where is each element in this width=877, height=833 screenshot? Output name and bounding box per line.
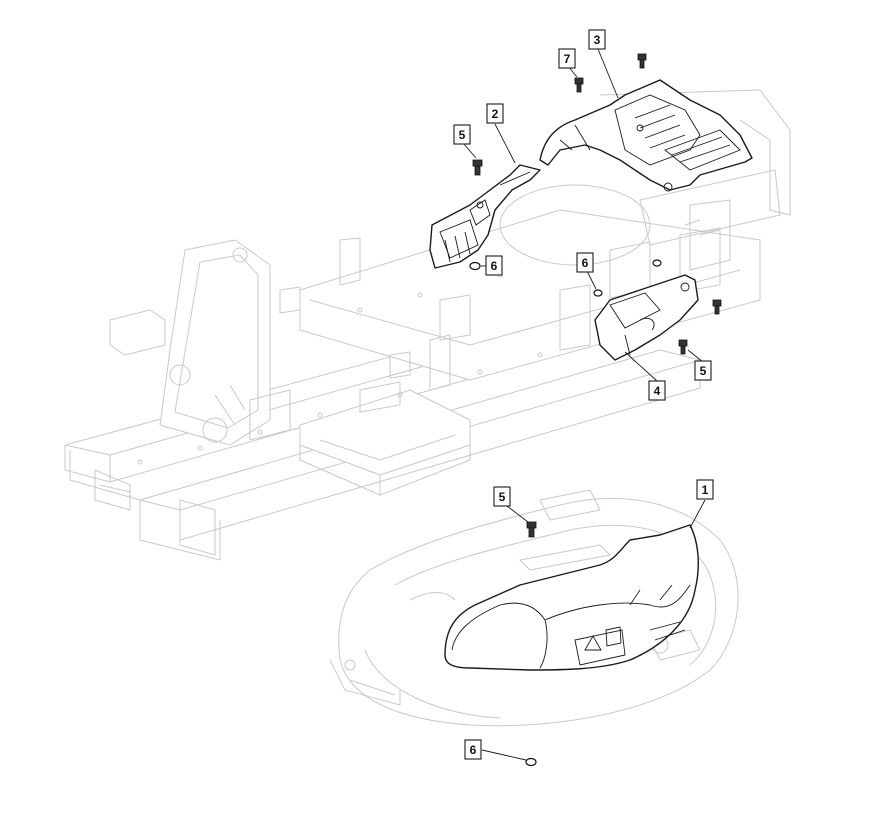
bolt-icon bbox=[472, 159, 483, 176]
part-4-side-cover bbox=[594, 274, 699, 361]
callout-number: 6 bbox=[491, 259, 498, 273]
callout-number: 1 bbox=[702, 483, 709, 497]
callout-5: 5 bbox=[453, 124, 471, 145]
callout-number: 3 bbox=[594, 33, 601, 47]
callout-1: 1 bbox=[696, 479, 714, 500]
callout-6: 6 bbox=[576, 252, 594, 273]
part-3-footwell-pan bbox=[539, 79, 753, 192]
bolt-icon bbox=[678, 339, 688, 355]
callout-6: 6 bbox=[485, 255, 503, 276]
bolt-icon bbox=[712, 299, 722, 315]
washer-icon bbox=[593, 289, 603, 297]
callout-number: 6 bbox=[582, 256, 589, 270]
part-2-left-panel bbox=[429, 164, 541, 269]
callout-6: 6 bbox=[464, 739, 482, 760]
callout-number: 2 bbox=[492, 107, 499, 121]
callout-7: 7 bbox=[558, 48, 576, 69]
hardware bbox=[469, 53, 722, 767]
washer-icon bbox=[525, 757, 537, 767]
callout-number: 5 bbox=[700, 364, 707, 378]
bolt-icon bbox=[574, 77, 584, 93]
chassis-frame-ghost bbox=[64, 89, 791, 561]
callout-number: 5 bbox=[459, 128, 466, 142]
callout-number: 6 bbox=[470, 743, 477, 757]
part-1-deck-cover bbox=[444, 524, 699, 671]
washer-icon bbox=[652, 259, 662, 267]
bolt-icon bbox=[526, 521, 537, 538]
callout-3: 3 bbox=[588, 29, 606, 50]
callout-2: 2 bbox=[486, 103, 504, 124]
callout-5: 5 bbox=[694, 360, 712, 381]
bolt-icon bbox=[637, 53, 647, 69]
mower-deck-ghost bbox=[329, 489, 739, 727]
callout-4: 4 bbox=[648, 380, 666, 401]
callout-5: 5 bbox=[493, 486, 511, 507]
leader-lines bbox=[462, 48, 706, 761]
callout-number: 5 bbox=[499, 490, 506, 504]
washer-icon bbox=[469, 261, 481, 271]
callout-number: 4 bbox=[654, 384, 661, 398]
callout-number: 7 bbox=[564, 52, 571, 66]
